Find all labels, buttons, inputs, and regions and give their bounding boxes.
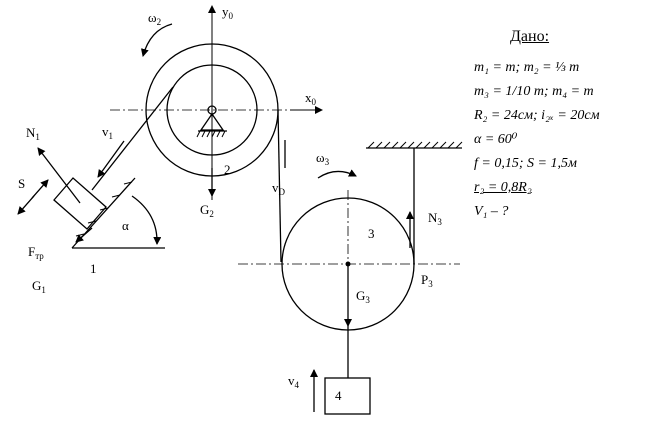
- given-line-3: R₂ = 24см; i₂ₓ = 20см: [474, 108, 600, 123]
- ceiling-hatch: [367, 141, 463, 149]
- force-Ftr: [75, 227, 93, 243]
- label-alpha: α: [122, 218, 129, 233]
- label-2: 2: [224, 162, 231, 177]
- label-G1: G1: [32, 278, 46, 295]
- label-y0: y0: [222, 4, 234, 21]
- label-1: 1: [90, 261, 97, 276]
- velocity-v1: [97, 140, 125, 178]
- label-N3: N3: [428, 210, 442, 227]
- label-v4: v4: [288, 373, 300, 390]
- given-line-7: V₁ – ?: [474, 204, 509, 219]
- alpha-arc: [131, 195, 162, 245]
- label-Ftr: Fтр: [28, 244, 44, 261]
- omega3-arrow: [317, 169, 357, 179]
- support-hatch: [196, 130, 226, 138]
- label-vD: vD: [272, 180, 286, 197]
- given-line-1: m₁ = m; m₂ = ⅓ m: [474, 60, 580, 75]
- label-4: 4: [335, 388, 342, 403]
- rope-D: [277, 109, 282, 263]
- label-x0: x0: [305, 90, 317, 107]
- dim-S-arrow-b: [17, 195, 35, 215]
- rope-1: [91, 86, 174, 191]
- given-line-4: α = 60⁰: [474, 132, 518, 147]
- label-omega3: ω3: [316, 150, 330, 167]
- label-P3: P3: [421, 272, 433, 289]
- given-line-5: f = 0,15; S = 1,5м: [474, 156, 577, 171]
- given-line-2: m₃ = 1/10 m; m₄ = m: [474, 84, 594, 99]
- dim-S-arrow-a: [31, 179, 49, 199]
- label-G3: G3: [356, 288, 370, 305]
- label-v1: v1: [102, 124, 113, 141]
- label-omega2: ω2: [148, 10, 161, 27]
- label-3: 3: [368, 226, 375, 241]
- label-S: S: [18, 176, 25, 191]
- omega2-arrow: [140, 23, 173, 57]
- block-1: [53, 177, 107, 230]
- given-title: Дано:: [510, 28, 550, 45]
- force-N1: [37, 147, 81, 204]
- label-G2: G2: [200, 202, 214, 219]
- pulley-2-support: [199, 112, 225, 131]
- given-line-6: r₂ = 0,8R₂: [474, 180, 532, 195]
- pulley-2-inner: [166, 64, 258, 156]
- label-N1: N1: [26, 125, 40, 142]
- given-panel: Дано: m₁ = m; m₂ = ⅓ m m₃ = 1/10 m; m₄ =…: [474, 28, 644, 224]
- block-4: [324, 377, 371, 415]
